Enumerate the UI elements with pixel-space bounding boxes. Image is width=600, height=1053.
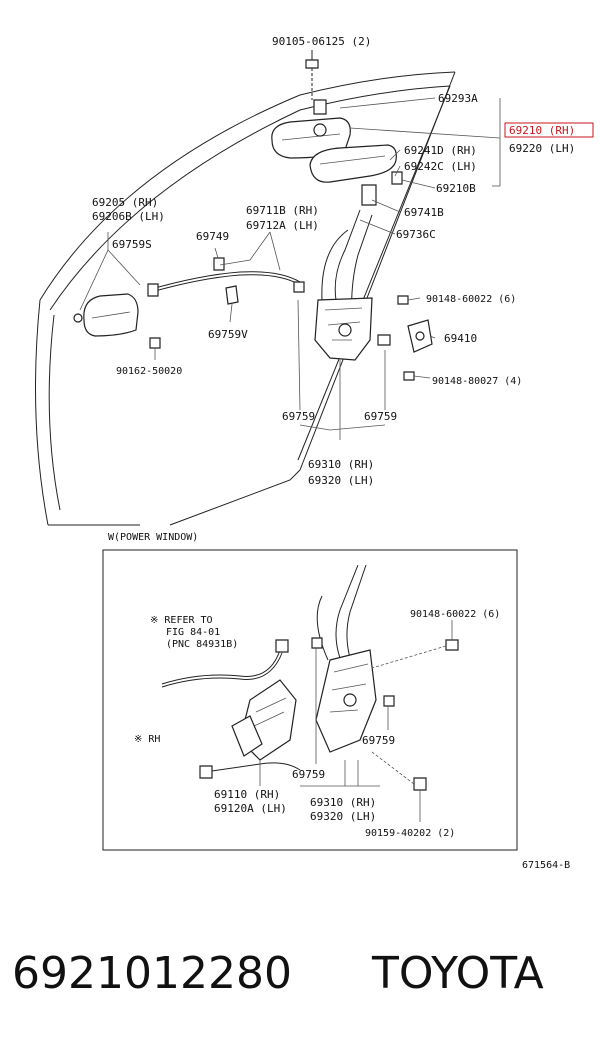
label-90148-60022: 90148-60022 (6) (426, 294, 516, 305)
outside-handle (271, 99, 397, 183)
figure-code: 671564-B (522, 860, 570, 871)
inset-refer-line3: (PNC 84931B) (166, 639, 238, 650)
inset-label-69120a: 69120A (LH) (214, 802, 287, 815)
top-labels: 90105-06125 (2) 69293A 69210 (RH) 69220 … (92, 35, 575, 487)
inset-labels: ※ REFER TO FIG 84-01 (PNC 84931B) ※ RH 9… (134, 609, 500, 839)
label-69712a: 69712A (LH) (246, 219, 319, 232)
lock-assembly (314, 297, 373, 361)
label-69210b: 69210B (436, 182, 476, 195)
inset-label-69310: 69310 (RH) (310, 796, 376, 809)
inset-label-69759-left: 69759 (292, 768, 325, 781)
inset-label-69110: 69110 (RH) (214, 788, 280, 801)
part-number: 6921012280 (12, 948, 292, 999)
label-69205: 69205 (RH) (92, 196, 158, 209)
leader-lines (79, 97, 501, 440)
inset-drawing (161, 564, 459, 822)
inset-rh-note: ※ RH (134, 734, 160, 745)
label-69320-lh: 69320 (LH) (308, 474, 374, 487)
top-bolt (305, 50, 319, 100)
inset-label-90159: 90159-40202 (2) (365, 828, 455, 839)
small-clips (147, 171, 415, 381)
label-69241d: 69241D (RH) (404, 144, 477, 157)
label-69206b: 69206B (LH) (92, 210, 165, 223)
label-69220-lh: 69220 (LH) (509, 142, 575, 155)
label-90148-80027: 90148-80027 (4) (432, 376, 522, 387)
label-69759s: 69759S (112, 238, 152, 251)
label-bolt-top: 90105-06125 (2) (272, 35, 371, 48)
label-69711b: 69711B (RH) (246, 204, 319, 217)
label-69736c: 69736C (396, 228, 436, 241)
door-outline (35, 71, 456, 526)
label-90162-50020: 90162-50020 (116, 366, 182, 377)
label-69741b: 69741B (404, 206, 444, 219)
inset-title: W(POWER WINDOW) (108, 532, 198, 543)
striker-69410 (407, 319, 433, 353)
label-69410: 69410 (444, 332, 477, 345)
label-69759-left: 69759 (282, 410, 315, 423)
inset-refer-line1: ※ REFER TO (150, 615, 213, 626)
label-69210-rh: 69210 (RH) (509, 124, 575, 137)
label-69242c: 69242C (LH) (404, 160, 477, 173)
inset-refer-line2: FIG 84-01 (166, 627, 220, 638)
label-69310-rh: 69310 (RH) (308, 458, 374, 471)
inset-frame (102, 549, 518, 851)
inside-handle (73, 293, 139, 337)
label-69749: 69749 (196, 230, 229, 243)
inset-label-90148-60022: 90148-60022 (6) (410, 609, 500, 620)
label-69293a: 69293A (438, 92, 478, 105)
label-69759v: 69759V (208, 328, 248, 341)
brand-name: TOYOTA (371, 948, 544, 999)
inset-label-69759-right: 69759 (362, 734, 395, 747)
label-69759-right: 69759 (364, 410, 397, 423)
highlight-box (504, 122, 594, 138)
inset-label-69320: 69320 (LH) (310, 810, 376, 823)
